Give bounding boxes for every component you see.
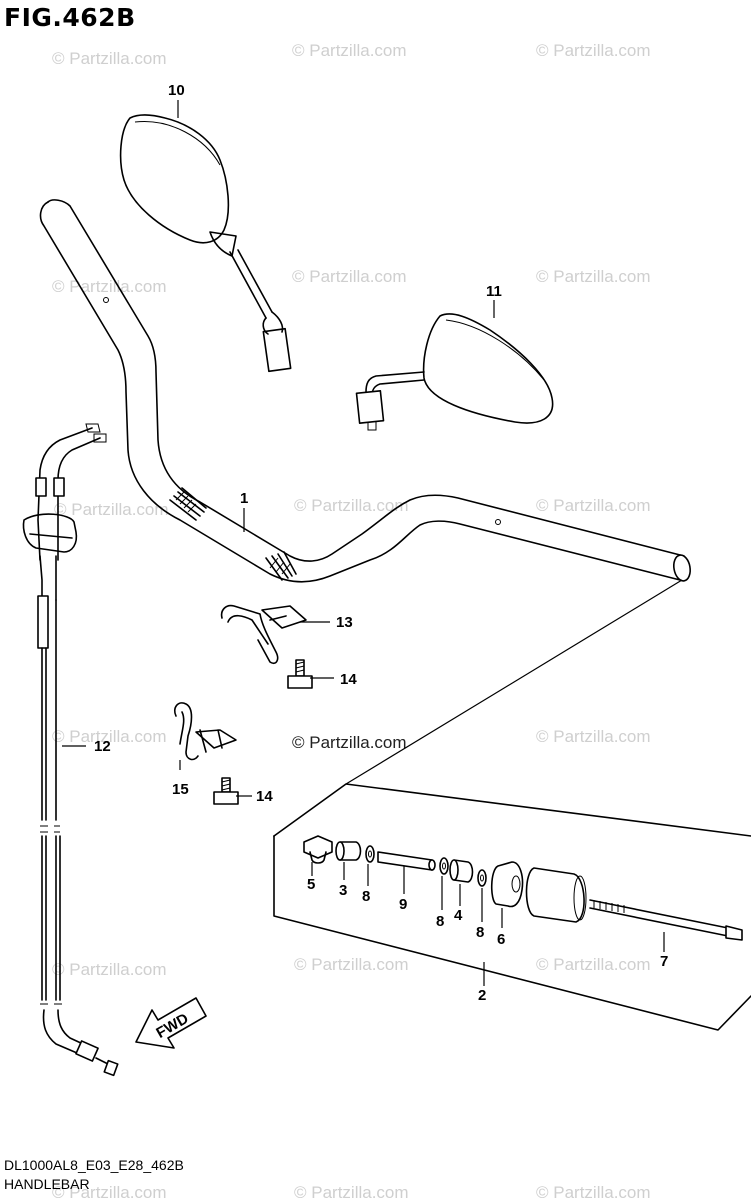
callout-14-lower: 14 [256, 788, 273, 805]
part-8-washer-a [365, 845, 375, 863]
part-7-screw [589, 899, 743, 941]
part-4-collar [449, 859, 474, 883]
callout-10: 10 [168, 82, 185, 99]
callout-8-b: 8 [436, 913, 444, 930]
watermark: © Partzilla.com [54, 500, 169, 519]
watermark: © Partzilla.com [294, 1183, 409, 1200]
callout-labels: 10 11 1 13 14 14 12 15 5 3 8 9 8 4 8 6 7… [94, 82, 668, 1004]
diagram-name: HANDLEBAR [4, 1176, 90, 1192]
part-6-damper [490, 861, 524, 908]
diagram-code: DL1000AL8_E03_E28_462B [4, 1157, 184, 1173]
fwd-arrow-icon: FWD [135, 997, 207, 1049]
part-11-right-mirror [355, 313, 554, 431]
watermark-layer: © Partzilla.com © Partzilla.com © Partzi… [52, 41, 651, 1200]
leader-lines [62, 100, 665, 986]
part-13-clamp [220, 604, 307, 665]
watermark: © Partzilla.com [292, 41, 407, 60]
part-10-left-mirror [119, 114, 292, 373]
watermark: © Partzilla.com [52, 727, 167, 746]
watermark: © Partzilla.com [536, 267, 651, 286]
callout-6: 6 [497, 931, 505, 948]
watermark: © Partzilla.com [294, 955, 409, 974]
watermark-center: © Partzilla.com [292, 733, 407, 752]
watermark: © Partzilla.com [292, 267, 407, 286]
part-14-bolt-upper [287, 659, 313, 689]
callout-8-a: 8 [362, 888, 370, 905]
part-3-collar [335, 841, 362, 861]
callout-13: 13 [336, 614, 353, 631]
part-12-throttle-cable [22, 423, 119, 1077]
watermark: © Partzilla.com [52, 277, 167, 296]
callout-14-upper: 14 [340, 671, 357, 688]
part-9-sleeve [377, 851, 436, 871]
watermark: © Partzilla.com [536, 496, 651, 515]
callout-4: 4 [454, 907, 463, 924]
part-5-nut [303, 835, 333, 864]
part-2-balancer-frame [273, 579, 751, 1031]
part-14-bolt-lower [213, 777, 239, 805]
part-8-washer-b [439, 857, 449, 875]
watermark: © Partzilla.com [52, 960, 167, 979]
watermark: © Partzilla.com [536, 955, 651, 974]
callout-12: 12 [94, 738, 111, 755]
callout-7: 7 [660, 953, 668, 970]
callout-9: 9 [399, 896, 407, 913]
balancer-weight [525, 867, 587, 923]
part-15-clamp [173, 702, 237, 761]
callout-3: 3 [339, 882, 347, 899]
watermark: © Partzilla.com [52, 1183, 167, 1200]
callout-11: 11 [486, 283, 502, 300]
part-8-washer-c [477, 869, 487, 887]
watermark: © Partzilla.com [536, 41, 651, 60]
figure-title: FIG.462B [4, 3, 136, 32]
watermark: © Partzilla.com [52, 49, 167, 68]
watermark: © Partzilla.com [536, 727, 651, 746]
watermark: © Partzilla.com [294, 496, 409, 515]
callout-5: 5 [307, 876, 315, 893]
callout-1: 1 [240, 490, 248, 507]
callout-2: 2 [478, 987, 486, 1004]
watermark: © Partzilla.com [536, 1183, 651, 1200]
part-1-handlebar [39, 199, 691, 583]
callout-15: 15 [172, 781, 189, 798]
callout-8-c: 8 [476, 924, 484, 941]
